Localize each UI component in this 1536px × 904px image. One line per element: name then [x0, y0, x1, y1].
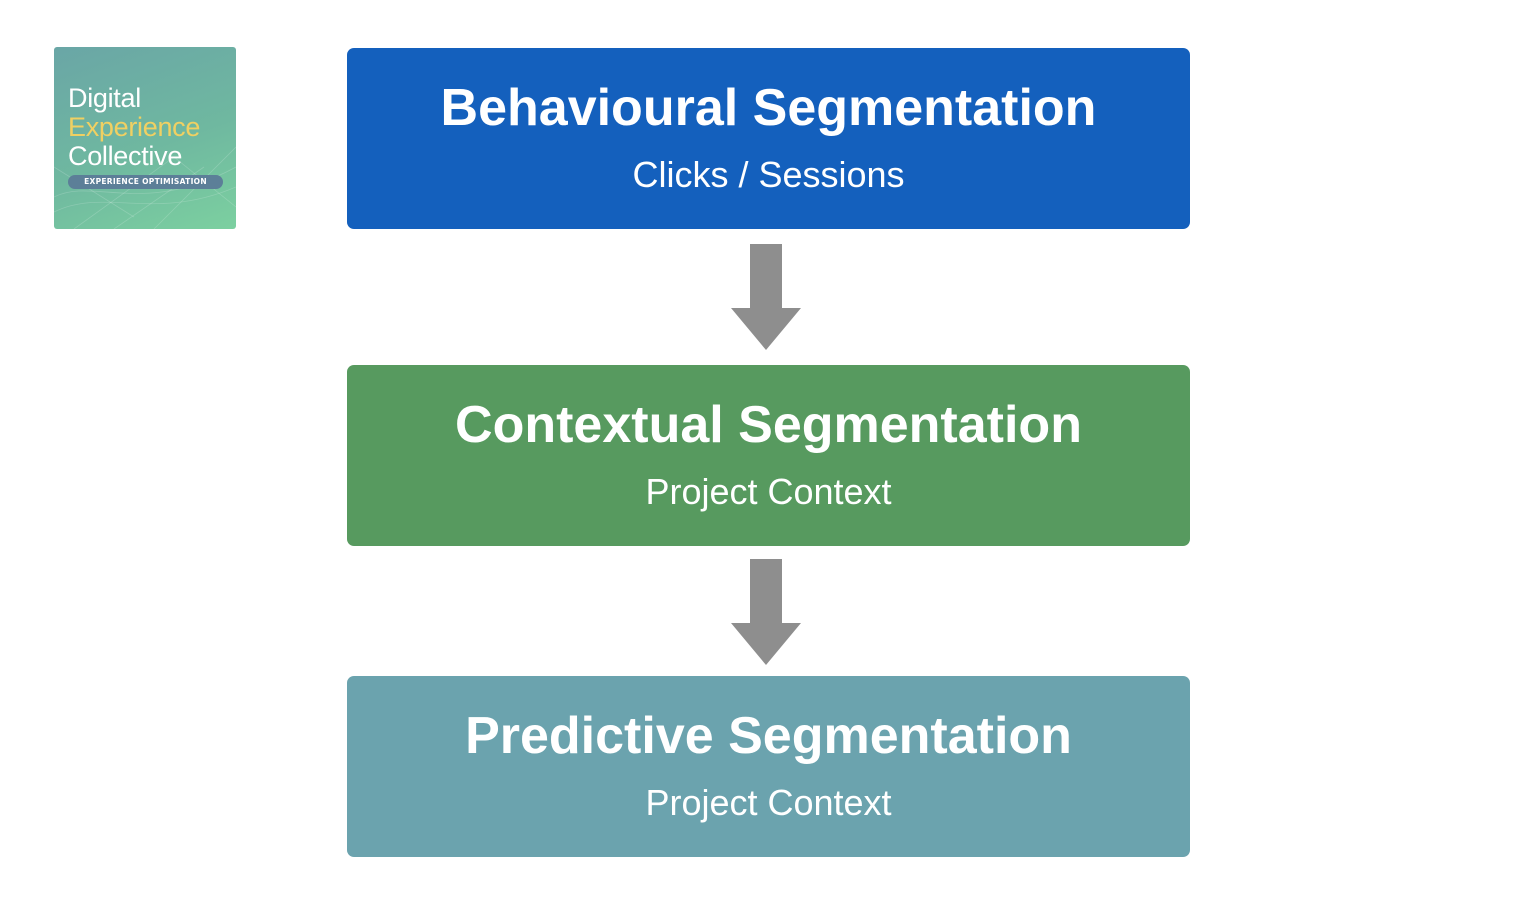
step-subtitle: Project Context	[645, 782, 892, 823]
logo-word-collective: Collective	[68, 141, 183, 171]
step-title: Behavioural Segmentation	[440, 79, 1097, 137]
logo-word-experience: Experience	[68, 112, 201, 142]
step-contextual-segmentation: Contextual Segmentation Project Context	[347, 365, 1190, 546]
logo-word-digital: Digital	[68, 83, 141, 113]
step-subtitle: Clicks / Sessions	[632, 154, 905, 195]
brand-logo: Digital Experience Collective EXPERIENCE…	[54, 47, 236, 229]
step-predictive-segmentation: Predictive Segmentation Project Context	[347, 676, 1190, 857]
down-arrow-icon	[731, 244, 801, 350]
logo-badge: EXPERIENCE OPTIMISATION	[68, 175, 223, 189]
step-behavioural-segmentation: Behavioural Segmentation Clicks / Sessio…	[347, 48, 1190, 229]
step-subtitle: Project Context	[645, 471, 892, 512]
step-title: Predictive Segmentation	[465, 707, 1072, 765]
step-title: Contextual Segmentation	[455, 396, 1082, 454]
down-arrow-icon	[731, 559, 801, 665]
